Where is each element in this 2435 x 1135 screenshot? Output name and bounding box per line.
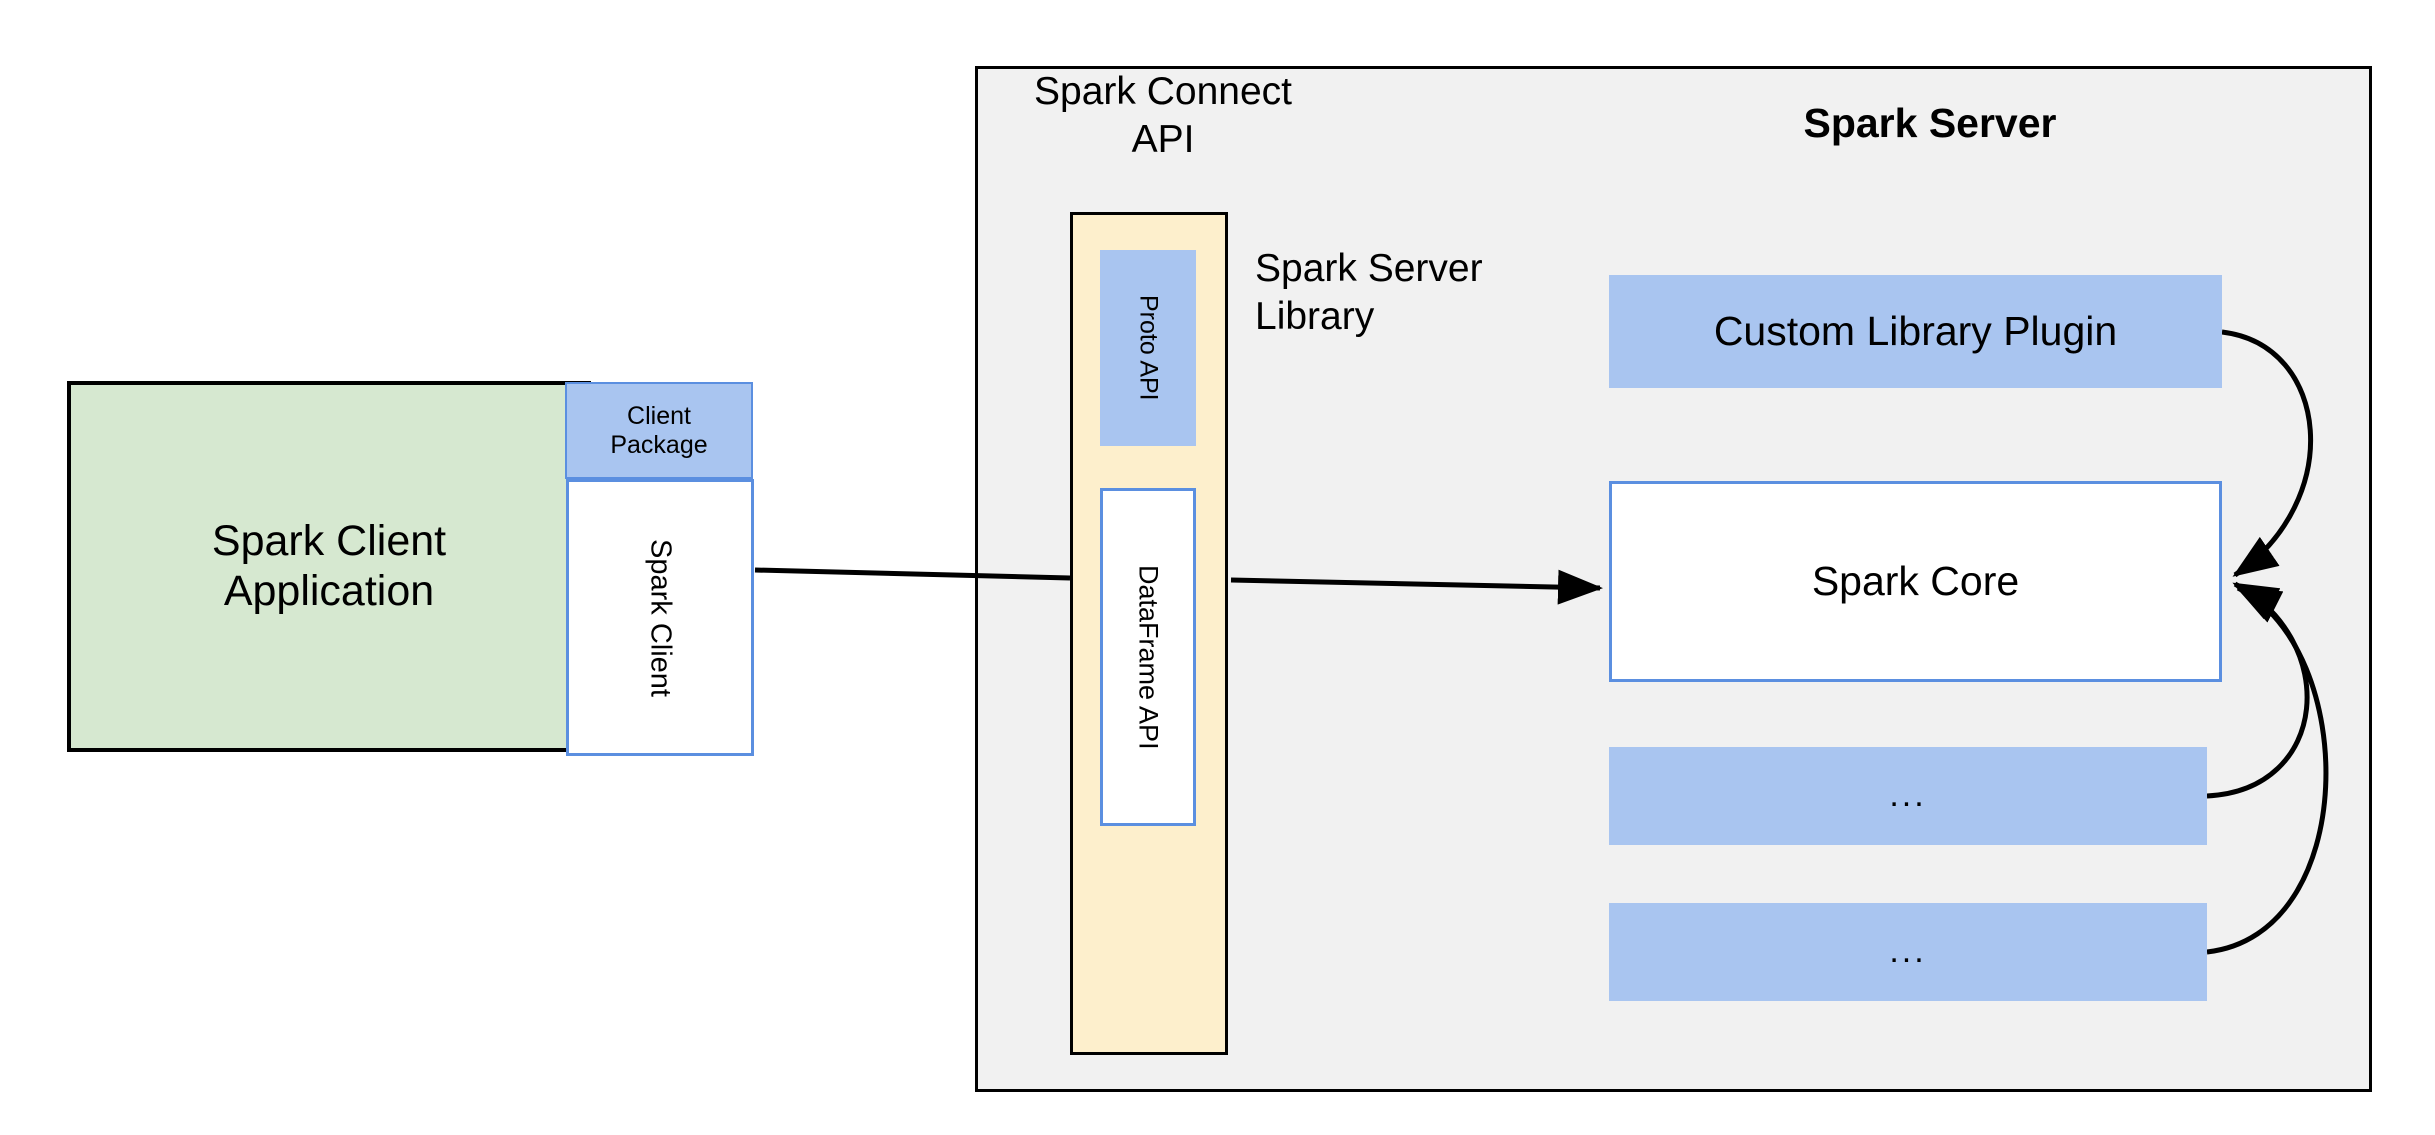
spark-client-box[interactable]: Spark Client	[566, 479, 754, 756]
placeholder-component-box-1[interactable]: ...	[1609, 747, 2207, 845]
spark-core-box[interactable]: Spark Core	[1609, 481, 2222, 682]
spark-client-application-box[interactable]: Spark Client Application	[67, 381, 591, 752]
spark-core-label: Spark Core	[1811, 557, 2020, 604]
spark-server-title: Spark Server	[1803, 100, 2057, 146]
dataframe-api-box[interactable]: DataFrame API	[1100, 488, 1196, 826]
spark-client-application-label: Spark Client Application	[211, 517, 447, 615]
spark-connect-api-label: Spark Connect API	[1034, 70, 1292, 161]
custom-library-plugin-box[interactable]: Custom Library Plugin	[1609, 275, 2222, 388]
client-package-label: Client Package	[610, 401, 708, 459]
dataframe-api-label: DataFrame API	[1133, 564, 1164, 750]
spark-client-label: Spark Client	[644, 538, 677, 697]
placeholder-component-label-2: ...	[1889, 932, 1927, 971]
spark-server-library-label: Spark Server Library	[1255, 247, 1483, 338]
client-package-box[interactable]: Client Package	[565, 382, 753, 479]
placeholder-component-box-2[interactable]: ...	[1609, 903, 2207, 1001]
proto-api-label: Proto API	[1134, 295, 1163, 401]
custom-library-plugin-label: Custom Library Plugin	[1713, 307, 2118, 354]
placeholder-component-label-1: ...	[1889, 776, 1927, 815]
spark-connect-api-bar	[1070, 212, 1228, 1055]
proto-api-box[interactable]: Proto API	[1100, 250, 1196, 446]
